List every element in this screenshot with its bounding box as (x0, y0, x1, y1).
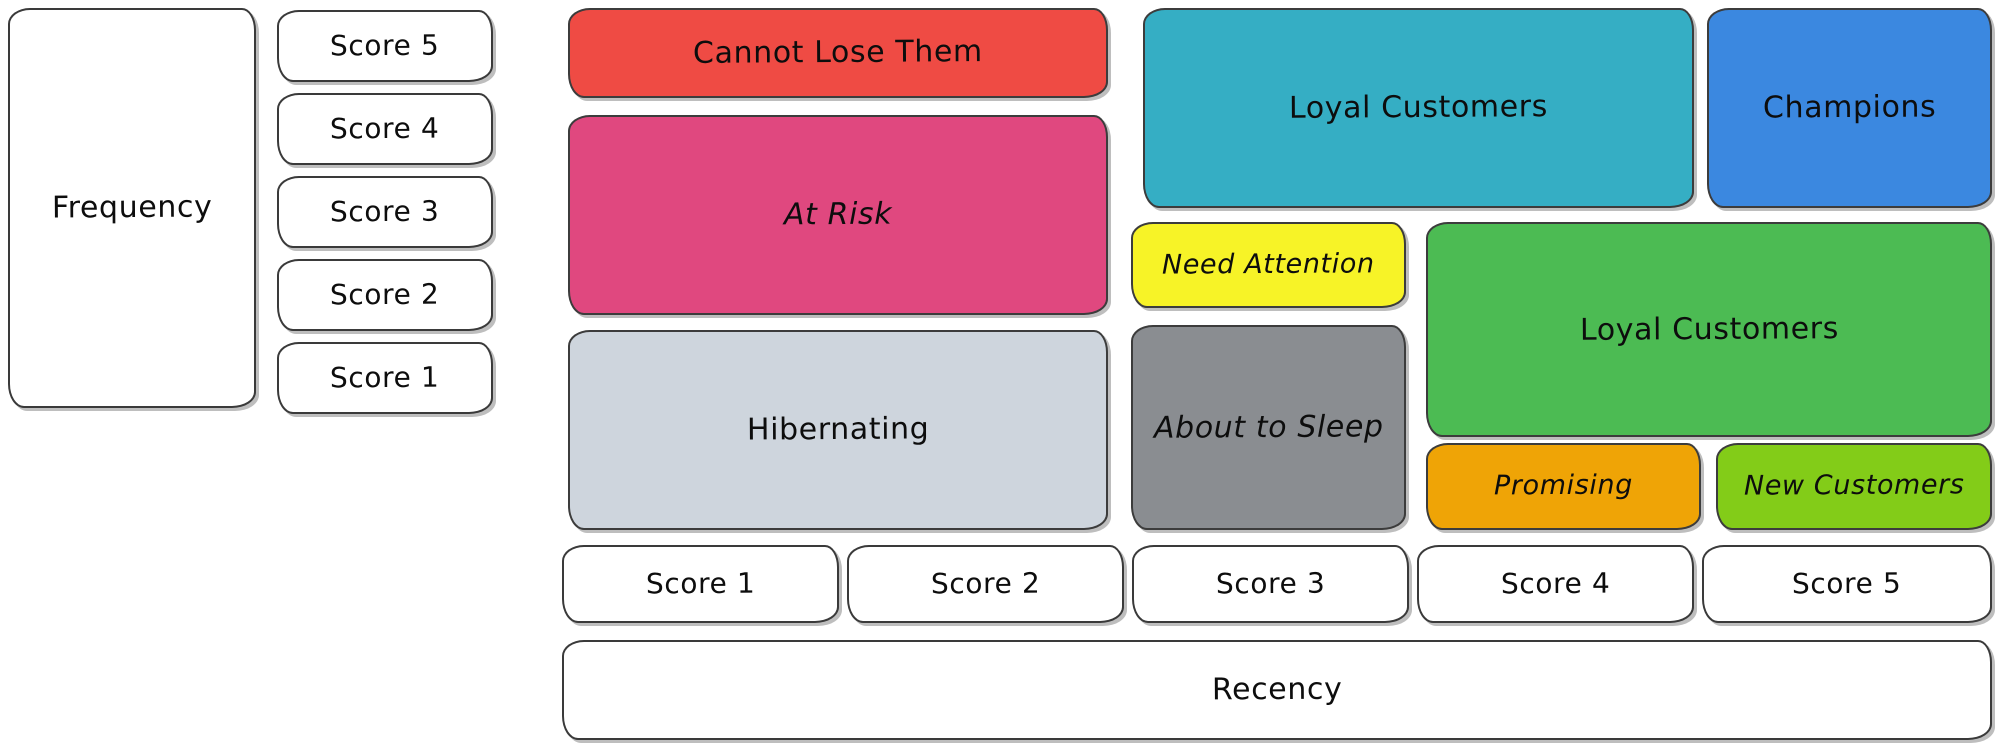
frequency-score-4-text: Score 4 (330, 111, 440, 146)
segment-new-customers-label: New Customers (1743, 469, 1965, 503)
recency-score-label-4: Score 4 (1417, 545, 1694, 623)
x-axis-label-text: Recency (1211, 671, 1343, 708)
segment-about-to-sleep-label: About to Sleep (1153, 409, 1384, 446)
segment-loyal-customers-top[interactable]: Loyal Customers (1143, 8, 1694, 208)
segment-about-to-sleep[interactable]: About to Sleep (1131, 325, 1406, 530)
segment-loyal-customers-right[interactable]: Loyal Customers (1426, 222, 1992, 437)
frequency-score-label-4: Score 4 (277, 93, 493, 165)
frequency-score-label-1: Score 1 (277, 342, 493, 414)
segment-champions-label: Champions (1762, 89, 1937, 126)
segment-promising[interactable]: Promising (1426, 443, 1701, 530)
frequency-score-2-text: Score 2 (330, 277, 440, 312)
segment-at-risk-label: At Risk (783, 196, 893, 233)
segment-need-attention-label: Need Attention (1162, 248, 1375, 281)
frequency-score-3-text: Score 3 (330, 194, 440, 229)
x-axis-label-recency: Recency (562, 640, 1992, 740)
frequency-score-1-text: Score 1 (330, 360, 440, 395)
recency-score-2-text: Score 2 (930, 566, 1041, 601)
recency-score-5-text: Score 5 (1792, 566, 1902, 601)
recency-score-1-text: Score 1 (645, 566, 756, 601)
segment-hibernating-label: Hibernating (746, 411, 930, 448)
segment-need-attention[interactable]: Need Attention (1131, 222, 1406, 308)
recency-score-3-text: Score 3 (1215, 566, 1326, 601)
frequency-score-label-5: Score 5 (277, 10, 493, 82)
y-axis-label-text: Frequency (51, 189, 213, 226)
recency-score-label-1: Score 1 (562, 545, 839, 623)
recency-score-4-text: Score 4 (1500, 566, 1611, 601)
recency-score-label-3: Score 3 (1132, 545, 1409, 623)
segment-cannot-lose-them[interactable]: Cannot Lose Them (568, 8, 1108, 98)
segment-loyal-customers-right-label: Loyal Customers (1579, 310, 1839, 348)
segment-at-risk[interactable]: At Risk (568, 115, 1108, 315)
segment-promising-label: Promising (1493, 469, 1634, 502)
recency-score-label-5: Score 5 (1702, 545, 1992, 623)
segment-cannot-lose-them-label: Cannot Lose Them (692, 34, 983, 72)
segment-hibernating[interactable]: Hibernating (568, 330, 1108, 530)
segment-new-customers[interactable]: New Customers (1716, 443, 1992, 530)
frequency-score-5-text: Score 5 (330, 28, 440, 63)
segment-champions[interactable]: Champions (1707, 8, 1992, 208)
recency-score-label-2: Score 2 (847, 545, 1124, 623)
frequency-score-label-2: Score 2 (277, 259, 493, 331)
frequency-score-label-3: Score 3 (277, 176, 493, 248)
segment-loyal-customers-top-label: Loyal Customers (1288, 89, 1549, 127)
y-axis-label-frequency: Frequency (8, 8, 256, 408)
